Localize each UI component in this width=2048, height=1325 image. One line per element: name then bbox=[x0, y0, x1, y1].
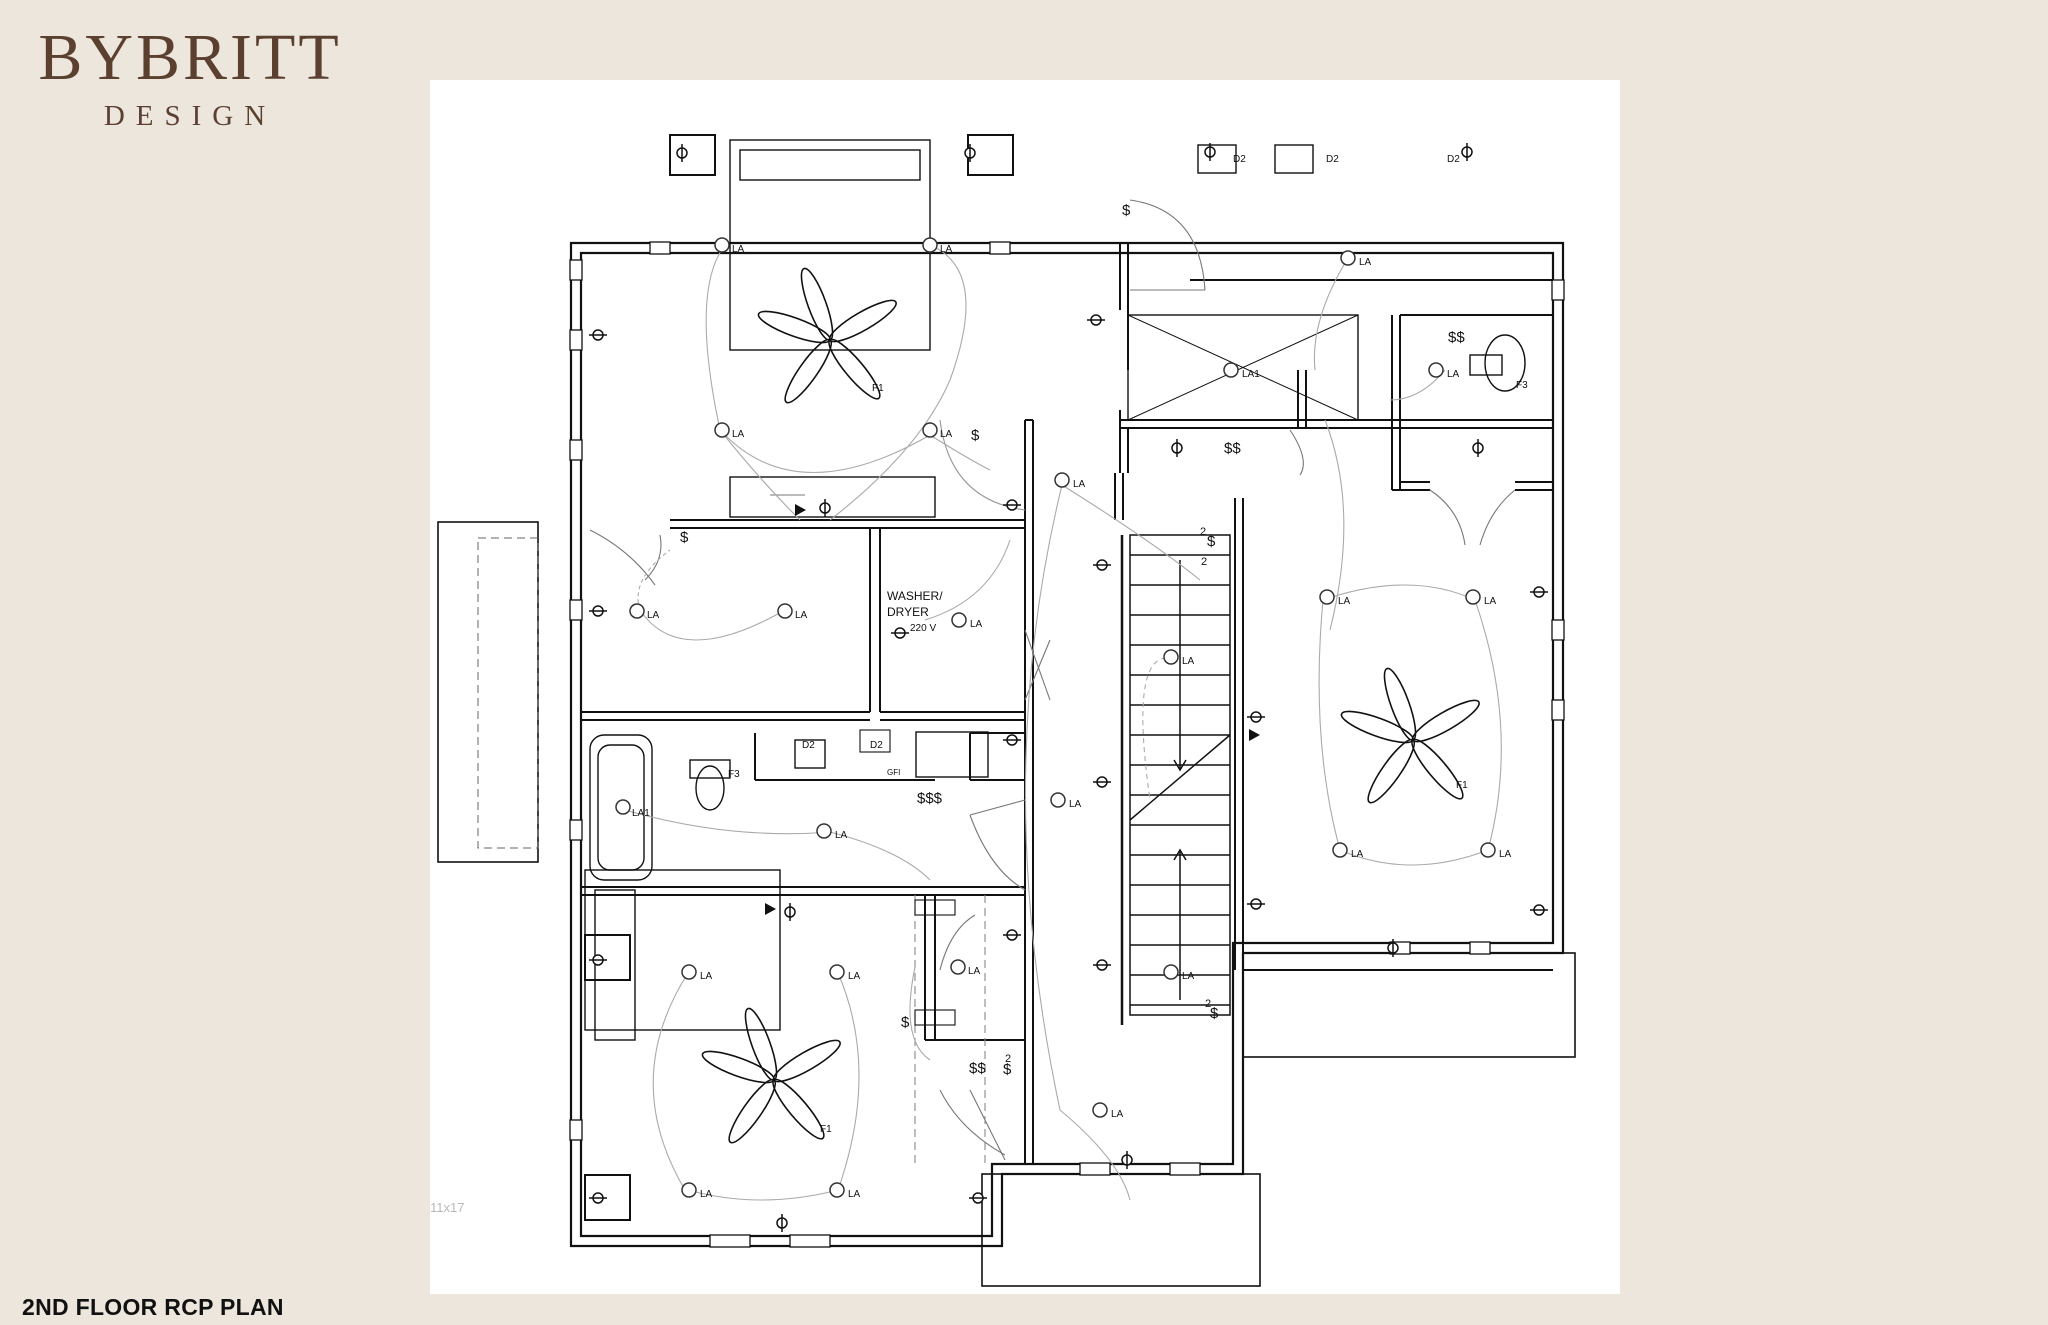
svg-text:LA: LA bbox=[647, 610, 660, 621]
floor-plan-sheet: LA LA LA LA LA LA LA LA1 LA LA LA LA LA … bbox=[430, 80, 1620, 1294]
svg-text:LA: LA bbox=[940, 429, 953, 440]
svg-text:$$: $$ bbox=[1224, 440, 1241, 457]
svg-text:D2: D2 bbox=[802, 740, 815, 751]
svg-text:F1: F1 bbox=[872, 383, 884, 394]
svg-text:$: $ bbox=[971, 427, 980, 444]
svg-text:F3: F3 bbox=[728, 769, 740, 780]
svg-text:F1: F1 bbox=[820, 1124, 832, 1135]
svg-text:LA: LA bbox=[1111, 1109, 1124, 1120]
window-marks bbox=[569, 241, 1565, 1248]
svg-text:LA: LA bbox=[1484, 596, 1497, 607]
light-fixtures bbox=[615, 237, 1496, 1198]
svg-text:$: $ bbox=[901, 1014, 910, 1031]
svg-text:LA: LA bbox=[795, 610, 808, 621]
svg-text:LA: LA bbox=[732, 244, 745, 255]
svg-text:$: $ bbox=[680, 529, 689, 546]
svg-text:LA: LA bbox=[1182, 971, 1195, 982]
wiring-runs bbox=[624, 244, 1502, 1201]
floor-plan-drawing: LA LA LA LA LA LA LA LA1 LA LA LA LA LA … bbox=[430, 134, 1576, 1287]
svg-text:LA: LA bbox=[700, 1189, 713, 1200]
svg-text:2: 2 bbox=[1005, 1053, 1011, 1065]
svg-text:$$: $$ bbox=[1448, 329, 1465, 346]
svg-text:LA: LA bbox=[940, 244, 953, 255]
svg-text:LA: LA bbox=[1447, 369, 1460, 380]
svg-text:LA: LA bbox=[1069, 799, 1082, 810]
svg-text:LA: LA bbox=[1338, 596, 1351, 607]
svg-text:LA: LA bbox=[835, 830, 848, 841]
brand-name: BYBRITT bbox=[38, 21, 342, 94]
svg-text:$$$: $$$ bbox=[917, 790, 943, 807]
svg-text:LA: LA bbox=[1073, 479, 1086, 490]
fixtures bbox=[584, 139, 1526, 1041]
svg-text:DRYER: DRYER bbox=[887, 605, 929, 619]
svg-text:GFI: GFI bbox=[887, 768, 900, 777]
svg-text:LA: LA bbox=[732, 429, 745, 440]
svg-text:2: 2 bbox=[1201, 556, 1207, 568]
plan-labels: LA LA LA LA LA LA LA LA1 LA LA LA LA LA … bbox=[430, 154, 1528, 1215]
svg-text:LA: LA bbox=[1182, 656, 1195, 667]
deck-outlines bbox=[437, 521, 1576, 1287]
svg-text:LA: LA bbox=[848, 971, 861, 982]
svg-text:LA: LA bbox=[1499, 849, 1512, 860]
svg-text:LA: LA bbox=[700, 971, 713, 982]
svg-text:F1: F1 bbox=[1456, 780, 1468, 791]
svg-text:2: 2 bbox=[1200, 526, 1206, 538]
stair bbox=[1120, 534, 1231, 1025]
sheet-size-label: 11x17 bbox=[430, 1200, 464, 1215]
svg-text:$: $ bbox=[1003, 1061, 1012, 1078]
svg-text:LA: LA bbox=[848, 1189, 861, 1200]
svg-text:D2: D2 bbox=[870, 740, 883, 751]
svg-text:$: $ bbox=[1122, 202, 1131, 219]
svg-text:LA: LA bbox=[1359, 257, 1372, 268]
svg-text:F3: F3 bbox=[1516, 380, 1528, 391]
svg-text:$: $ bbox=[1210, 1005, 1219, 1022]
svg-text:$: $ bbox=[1207, 533, 1216, 550]
plan-caption: 2ND FLOOR RCP PLAN bbox=[22, 1294, 284, 1320]
doors bbox=[589, 199, 1516, 1164]
brand-sub: DESIGN bbox=[103, 100, 277, 132]
svg-text:LA: LA bbox=[968, 966, 981, 977]
svg-text:LA: LA bbox=[1351, 849, 1364, 860]
svg-text:LA1: LA1 bbox=[1242, 369, 1260, 380]
data-markers bbox=[765, 504, 1260, 915]
svg-text:$$: $$ bbox=[969, 1060, 986, 1077]
svg-text:WASHER/: WASHER/ bbox=[887, 589, 943, 603]
brand-logo: BYBRITT DESIGN bbox=[30, 20, 350, 133]
svg-text:D2: D2 bbox=[1233, 154, 1246, 165]
svg-text:LA: LA bbox=[970, 619, 983, 630]
svg-text:LA1: LA1 bbox=[632, 808, 650, 819]
svg-text:2: 2 bbox=[1205, 998, 1211, 1010]
svg-text:220 V: 220 V bbox=[910, 623, 936, 634]
svg-text:D2: D2 bbox=[1326, 154, 1339, 165]
svg-text:D2: D2 bbox=[1447, 154, 1460, 165]
receptacles bbox=[588, 142, 1549, 1233]
